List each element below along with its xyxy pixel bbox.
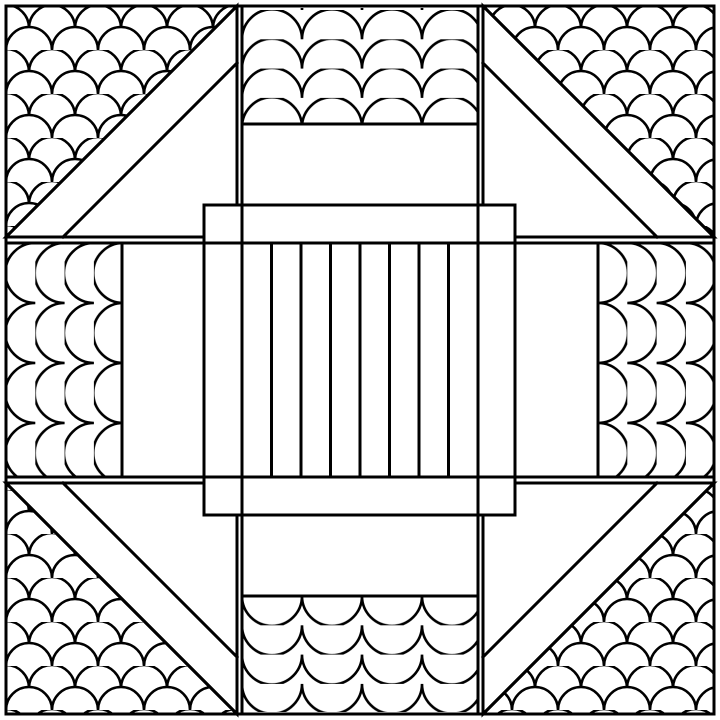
bottom-left-corner-diagonal — [3, 480, 240, 717]
bottom-left-diagonal-strip — [60, 480, 240, 660]
top-right-diagonal-strip — [480, 60, 660, 240]
left-scallop-band — [6, 243, 122, 477]
top-right-corner-diagonal — [480, 3, 717, 240]
bottom-scallop-band — [242, 596, 478, 712]
bottom-right-diagonal-strip — [480, 480, 660, 660]
bottom-right-corner-diagonal — [480, 480, 717, 717]
top-scallop-band — [242, 8, 478, 124]
top-left-diagonal-strip — [60, 60, 240, 240]
outer-border — [4, 4, 716, 716]
right-scallop-band — [598, 243, 714, 477]
center-stripes — [270, 241, 450, 479]
top-left-corner-diagonal — [3, 3, 240, 240]
